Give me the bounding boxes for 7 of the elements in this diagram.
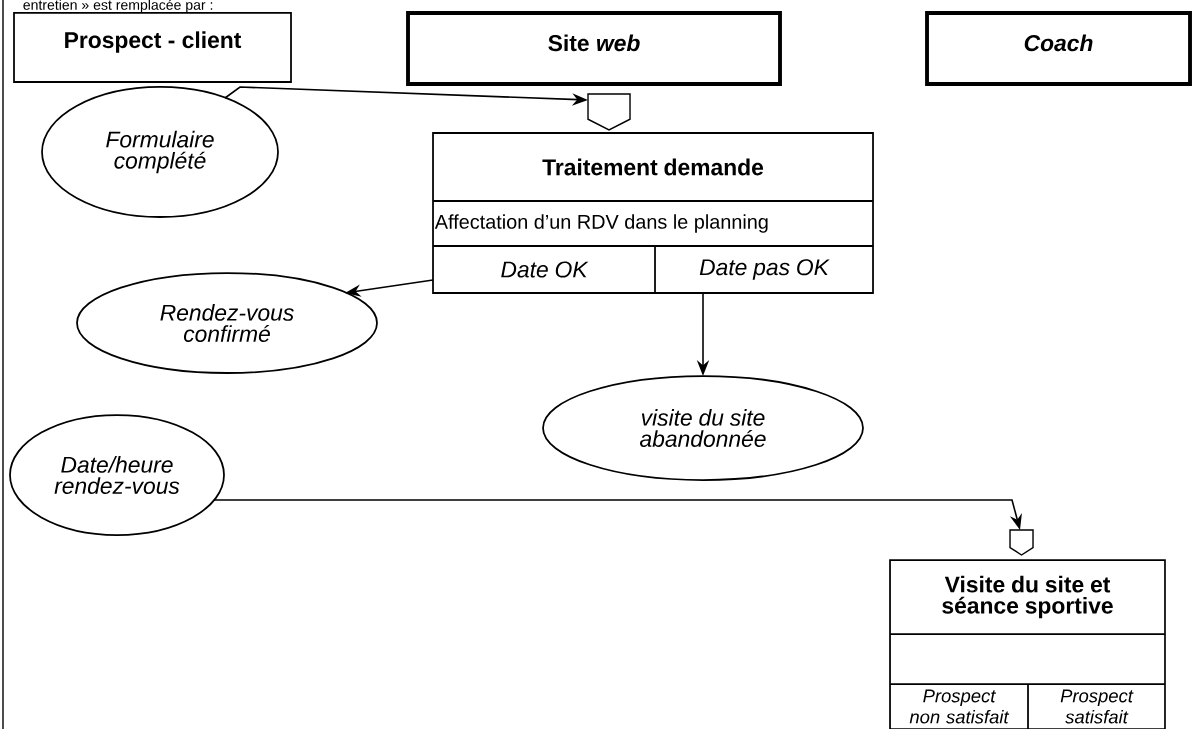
connector-symbol: [1009, 529, 1034, 556]
process-box: Traitement demande Affectation d’un RDV dans le planning Date OK Date pas OK: [432, 132, 874, 294]
lane-header: Coach: [925, 11, 1192, 86]
lane-header: Site web: [406, 11, 782, 86]
process-box: Visite du site et séance sportive Prospect non satisfait Prospect satisfait: [889, 559, 1166, 729]
connector-symbol: [587, 93, 631, 131]
lane-header: Prospect - client: [13, 12, 292, 83]
